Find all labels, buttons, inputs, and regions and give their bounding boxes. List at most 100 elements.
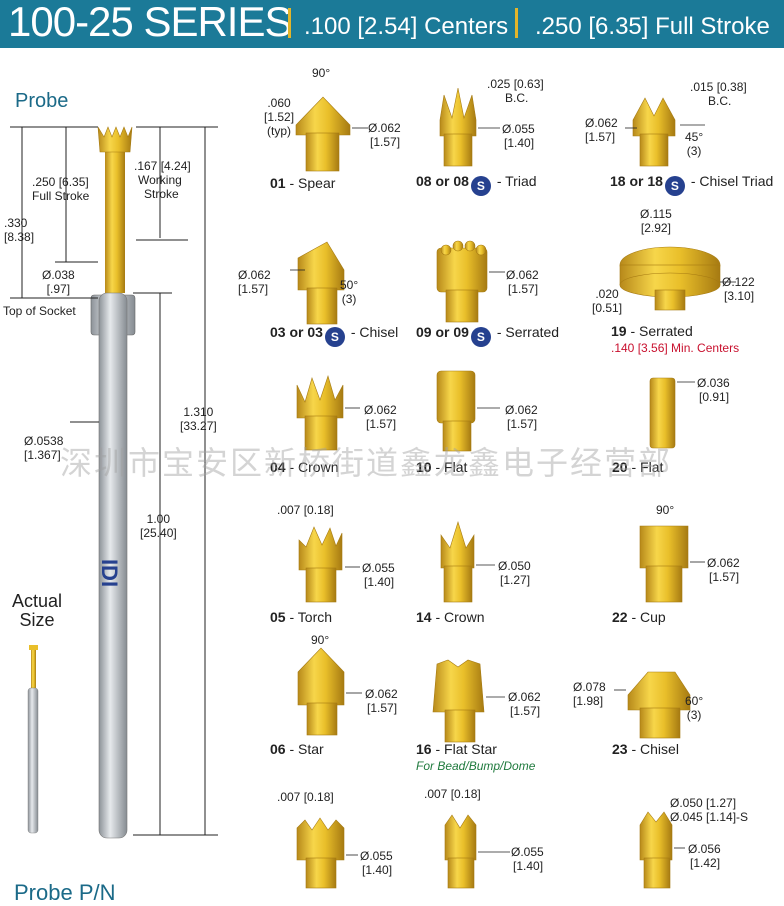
tip-b1-diameter: Ø.055 <box>360 849 393 863</box>
header-banner: 100-25 SERIES .100 [2.54] Centers .250 [… <box>0 0 784 48</box>
tip03-diameter-dim: Ø.062 [1.57] <box>238 268 271 296</box>
actual-size-line1: Actual <box>12 591 63 611</box>
tip04-number: 04 <box>270 459 286 475</box>
tip09-name: Serrated <box>505 324 560 340</box>
tip05-caption: 05 - Torch <box>270 609 333 625</box>
tip08-number: 08 or 08 <box>416 173 469 189</box>
tip01-height-mm: [1.52] <box>264 110 295 124</box>
tip18-diameter-dim: Ø.062 [1.57] <box>585 116 618 144</box>
tip22-diameter-dim: Ø.062 [1.57] <box>707 556 740 584</box>
tip20-diameter: Ø.036 <box>697 376 730 390</box>
tip23-angle-dim: 60° (3) <box>685 694 703 722</box>
tip19-caption: 19 - Serrated <box>611 323 693 339</box>
tip01-caption: 01 - Spear <box>270 175 336 191</box>
body-diameter-value: Ø.0538 <box>24 434 64 448</box>
tip05-number: 05 <box>270 609 286 625</box>
height-dim: .330 [8.38] <box>4 216 34 244</box>
header-stroke: .250 [6.35] Full Stroke <box>535 13 770 40</box>
tip-b2-diameter-mm: [1.40] <box>513 859 544 873</box>
tip03-number: 03 or 03 <box>270 324 323 340</box>
tip18-diameter: Ø.062 <box>585 116 618 130</box>
tip18-angle-dim: 45° (3) <box>685 130 703 158</box>
tip06-diameter-mm: [1.57] <box>367 701 398 715</box>
body-diameter-dim: Ø.0538 [1.367] <box>24 434 63 462</box>
tip22-number: 22 <box>612 609 628 625</box>
tip19-diameter: Ø.122 <box>722 275 755 289</box>
tip20-caption: 20 - Flat <box>612 459 664 475</box>
tip04-name: Crown <box>298 459 339 475</box>
full-stroke-dim: .250 [6.35] Full Stroke <box>32 175 89 203</box>
header-divider <box>288 8 291 38</box>
tip01-height: .060 <box>267 96 291 110</box>
tip19-number: 19 <box>611 323 627 339</box>
tip18-bc: .015 [0.38] <box>690 80 747 94</box>
tip18-name: Chisel Triad <box>699 173 774 189</box>
total-length-value: 1.310 <box>183 405 214 419</box>
top-of-socket-label: Top of Socket <box>3 304 76 318</box>
header-divider <box>515 8 518 38</box>
tip04-caption: 04 - Crown <box>270 459 339 475</box>
tip23-name: Chisel <box>640 741 679 757</box>
tip01-height-dim: .060 [1.52] (typ) <box>264 96 294 138</box>
tip19-height-dim: .020 [0.51] <box>592 287 622 315</box>
tip-b3-diameter-dim: Ø.056 [1.42] <box>688 842 721 870</box>
working-stroke-label: Working <box>138 173 182 187</box>
tip09-diameter-mm: [1.57] <box>508 282 539 296</box>
tip22-name: Cup <box>640 609 666 625</box>
tip20-diameter-dim: Ø.036 [0.91] <box>697 376 730 404</box>
tip03-angle-count: (3) <box>341 292 357 306</box>
tip14-diameter-mm: [1.27] <box>500 573 531 587</box>
tip01-angle: 90° <box>312 66 331 80</box>
tip08-bc-dim: .025 [0.63] B.C. <box>487 77 544 105</box>
working-stroke-label-2: Stroke <box>144 187 179 201</box>
tip14-diameter: Ø.050 <box>498 559 531 573</box>
probe-plunger <box>97 126 133 293</box>
tip01-diameter: Ø.062 <box>368 121 401 135</box>
working-stroke-value: .167 [4.24] <box>134 159 191 173</box>
tip-diameter-dim: Ø.038 [.97] <box>42 268 75 296</box>
tip-leader-lines <box>290 124 736 856</box>
probe-pn-heading: Probe P/N <box>14 880 116 905</box>
tip08-name: Triad <box>505 173 537 189</box>
barrel-length-value: 1.00 <box>146 512 171 526</box>
tip19-diameter-mm: [3.10] <box>724 289 755 303</box>
tip04-diameter-dim: Ø.062 [1.57] <box>364 403 397 431</box>
tip06-number: 06 <box>270 741 286 757</box>
total-length-dim: 1.310 [33.27] <box>180 405 217 433</box>
total-length-mm: [33.27] <box>180 419 217 433</box>
tip03-angle-dim: 50° (3) <box>340 278 358 306</box>
tip16-diameter-dim: Ø.062 [1.57] <box>508 690 541 718</box>
tip08-diameter-dim: Ø.055 [1.40] <box>502 122 535 150</box>
height-mm: [8.38] <box>4 230 35 244</box>
header-centers: .100 [2.54] Centers <box>304 13 509 40</box>
tip16-name: Flat Star <box>444 741 497 757</box>
tip01-diameter-mm: [1.57] <box>370 135 401 149</box>
barrel-logo: IDI <box>97 558 123 588</box>
tip23-angle: 60° <box>685 694 704 708</box>
tip19-note: .140 [3.56] Min. Centers <box>611 341 740 355</box>
tip-b1-step-dim: .007 [0.18] <box>277 790 334 804</box>
tip10-number: 10 <box>416 459 432 475</box>
barrel-length-mm: [25.40] <box>140 526 177 540</box>
tip-drawings <box>295 87 721 889</box>
tip19-top-diameter-mm: [2.92] <box>640 221 671 235</box>
tip19-diameter-dim: Ø.122 [3.10] <box>722 275 755 303</box>
tip04-diameter-mm: [1.57] <box>366 417 397 431</box>
tip-b3-diameter-2: Ø.045 [1.14]-S <box>670 810 749 824</box>
tip01-number: 01 <box>270 175 286 191</box>
tip18-bc-dim: .015 [0.38] B.C. <box>690 80 747 108</box>
tip23-diameter-dim: Ø.078 [1.98] <box>573 680 606 708</box>
tip06-diameter-dim: Ø.062 [1.57] <box>365 687 398 715</box>
tip23-number: 23 <box>612 741 628 757</box>
probe-title: Probe <box>15 90 69 112</box>
watermark-text: 深圳市宝安区新桥街道鑫龙鑫电子经营部 <box>60 445 673 481</box>
tip05-step-dim: .007 [0.18] <box>277 503 334 517</box>
tip-diameter-value: Ø.038 <box>42 268 75 282</box>
tip20-diameter-mm: [0.91] <box>699 390 730 404</box>
tip09-diameter: Ø.062 <box>506 268 539 282</box>
tip03-name: Chisel <box>359 324 399 340</box>
tip22-diameter: Ø.062 <box>707 556 740 570</box>
